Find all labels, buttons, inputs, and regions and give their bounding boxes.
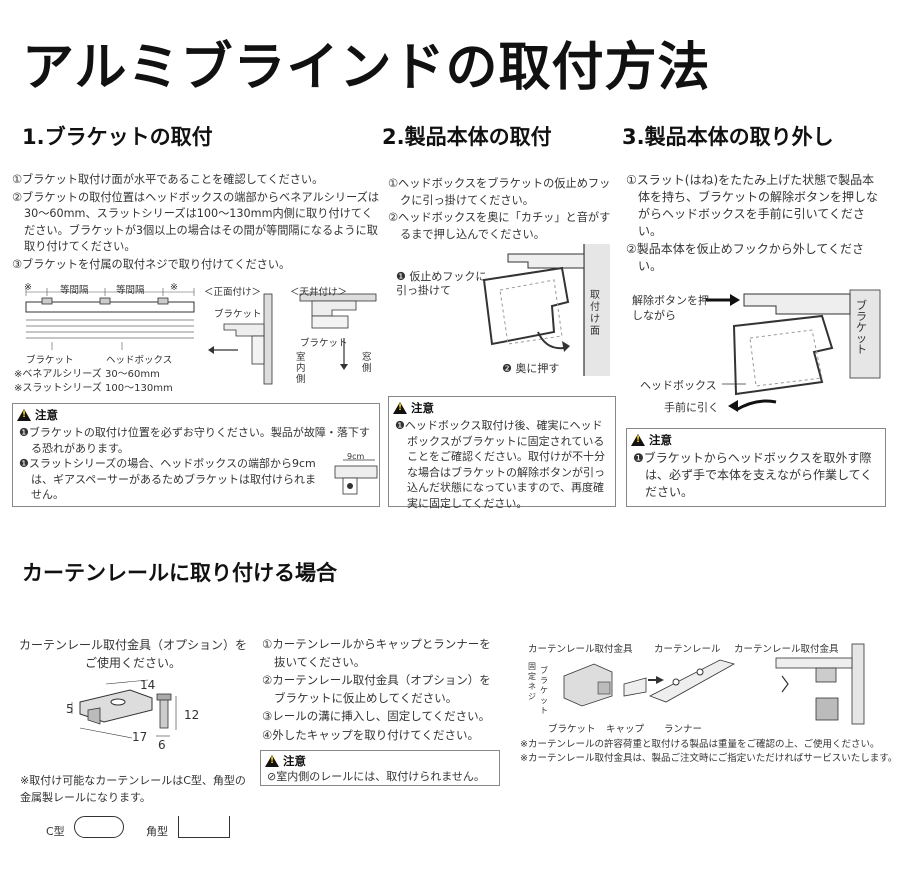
label-ceiling-mount: ＜天井付け＞	[290, 287, 348, 298]
footnote-service: ※カーテンレール取付金具は、製品ご注文時にご指定いただければサービスいたします。	[520, 753, 898, 764]
section-1-steps: ①ブラケット取付け面が水平であることを確認してください。 ②ブラケットの取付位置…	[12, 172, 380, 273]
dim-9cm: 9cm	[347, 452, 365, 461]
caution-item: ⊘室内側のレールには、取付けられません。	[267, 770, 485, 783]
note-venetian: ※ベネアルシリーズ 30～60mm	[14, 369, 160, 380]
label-equal-2: 等間隔	[116, 285, 145, 296]
bracket-position-diagram	[25, 288, 377, 385]
step: ②カーテンレール取付金具（オプション）をブラケットに仮止めしてください。	[262, 673, 491, 705]
label-window: 窓側	[362, 352, 372, 374]
caution-item: ❶ヘッドボックス取付け後、確実にヘッドボックスがブラケットに固定されていることを…	[395, 419, 605, 510]
rail-fitting-diagram	[71, 679, 177, 739]
dim-thickness: 5	[66, 702, 74, 716]
step: ②製品本体を仮止めフックから外してください。	[626, 242, 865, 273]
caution-box-4: 注意 ⊘室内側のレールには、取付けられません。	[260, 750, 500, 786]
label-release-button: 解除ボタンを押しながら	[632, 294, 709, 322]
label-bracket: ブラケット	[548, 724, 596, 735]
step: ③ブラケットを付属の取付ネジで取り付けてください。	[12, 257, 291, 271]
mounting-diagram	[482, 244, 610, 376]
caution-header: 注意	[393, 400, 615, 416]
dim-height: 12	[184, 708, 200, 722]
caution-header: 注意	[631, 432, 885, 448]
removal-diagram	[706, 289, 881, 412]
section-3-steps: ①スラット(はね)をたたみ上げた状態で製品本体を持ち、ブラケットの解除ボタンを押…	[626, 172, 886, 275]
label-fixing-screw: 固定ネジ	[528, 662, 536, 701]
label-equal-1: 等間隔	[60, 285, 89, 296]
step: ②ヘッドボックスを奥に「カチッ」と音がするまで押し込んでください。	[388, 211, 611, 241]
section-1-heading: 1.ブラケットの取付	[22, 125, 213, 149]
warning-icon	[393, 402, 407, 414]
caution-item: ❶ブラケットからヘッドボックスを取外す際は、必ず手で本体を支えながら作業してくだ…	[633, 451, 873, 499]
square-rail-shape	[178, 816, 230, 838]
section-4-steps: ①カーテンレールからキャップとランナーを抜いてください。 ②カーテンレール取付金…	[262, 636, 502, 744]
label-runner: ランナー	[664, 724, 703, 735]
footnote-load: ※カーテンレールの許容荷重と取付ける製品は重量をご確認の上、ご使用ください。	[520, 739, 880, 750]
label-rail: カーテンレール	[654, 644, 721, 655]
label-headbox: ヘッドボックス	[106, 355, 173, 366]
label-cap: キャップ	[606, 724, 645, 735]
step: ①スラット(はね)をたたみ上げた状態で製品本体を持ち、ブラケットの解除ボタンを押…	[626, 173, 879, 238]
caution-header: 注意	[17, 407, 379, 423]
label-headbox: ヘッドボックス	[640, 379, 717, 392]
label-fitting-2: カーテンレール取付金具	[734, 644, 839, 655]
label-front-bracket: ブラケット	[214, 309, 262, 320]
label-push-step: ❷ 奥に押す	[502, 362, 560, 375]
label-c-type: C型	[46, 825, 65, 838]
section-4-heading: カーテンレールに取り付ける場合	[22, 561, 337, 585]
dim-width: 14	[140, 678, 156, 692]
label-front-mount: ＜正面付け＞	[204, 287, 262, 298]
c-type-rail-shape	[74, 816, 124, 838]
label-ceiling-bracket: ブラケット	[300, 338, 348, 349]
label-pull: 手前に引く	[664, 401, 719, 414]
mark: ※	[170, 282, 178, 293]
label-bracket-vertical: ブラケット	[856, 299, 867, 356]
step: ①ヘッドボックスをブラケットの仮止めフックに引っ掛けてください。	[388, 177, 611, 207]
gear-spacer-diagram	[334, 459, 378, 495]
label-square-type: 角型	[146, 825, 168, 838]
dim-bolt: 6	[158, 738, 166, 752]
dim-depth: 17	[132, 730, 148, 744]
mark: ※	[24, 282, 32, 293]
step: ③レールの溝に挿入し、固定してください。	[262, 709, 491, 723]
caution-box-3: 注意 ❶ブラケットからヘッドボックスを取外す際は、必ず手で本体を支えながら作業し…	[626, 428, 886, 507]
caution-box-2: 注意 ❶ヘッドボックス取付け後、確実にヘッドボックスがブラケットに固定されている…	[388, 396, 616, 510]
step: ①ブラケット取付け面が水平であることを確認してください。	[12, 173, 324, 186]
label-bracket: ブラケット	[26, 355, 74, 366]
page-title: アルミブラインドの取付方法	[22, 38, 711, 98]
label-indoor: 室内側	[296, 352, 306, 385]
compatible-rail-note: ※取付け可能なカーテンレールはC型、角型の金属製レールになります。	[20, 774, 246, 804]
section-2-steps: ①ヘッドボックスをブラケットの仮止めフックに引っ掛けてください。 ②ヘッドボック…	[388, 176, 616, 243]
label-mount-surface: 取付け面	[590, 290, 600, 337]
caution-item: ❶ブラケットの取付け位置を必ずお守りください。製品が故障・落下する恐れがあります…	[19, 426, 370, 455]
warning-icon	[265, 755, 279, 767]
step: ①カーテンレールからキャップとランナーを抜いてください。	[262, 637, 491, 669]
step: ②ブラケットの取付位置はヘッドボックスの端部からベネアルシリーズは30～60mm…	[12, 190, 380, 254]
caution-item: ❶スラットシリーズの場合、ヘッドボックスの端部から9cmは、ギアスペーサーがある…	[19, 457, 317, 501]
caution-box-1: 注意 ❶ブラケットの取付け位置を必ずお守りください。製品が故障・落下する恐れがあ…	[12, 403, 380, 507]
caution-header: 注意	[265, 753, 499, 769]
label-bracket-vertical: ブラケット	[540, 666, 548, 715]
section-3-heading: 3.製品本体の取り外し	[622, 125, 834, 149]
curtain-fitting-intro: カーテンレール取付金具（オプション）をご使用ください。	[18, 638, 247, 670]
label-fitting: カーテンレール取付金具	[528, 644, 633, 655]
warning-icon	[17, 409, 31, 421]
warning-icon	[631, 434, 645, 446]
note-slat: ※スラットシリーズ 100～130mm	[14, 383, 173, 394]
rail-mount-diagram	[563, 643, 865, 725]
step: ④外したキャップを取り付けてください。	[262, 727, 479, 742]
section-2-heading: 2.製品本体の取付	[382, 125, 552, 149]
label-hook-step: ❶ 仮止めフックに引っ掛けて	[396, 270, 487, 297]
